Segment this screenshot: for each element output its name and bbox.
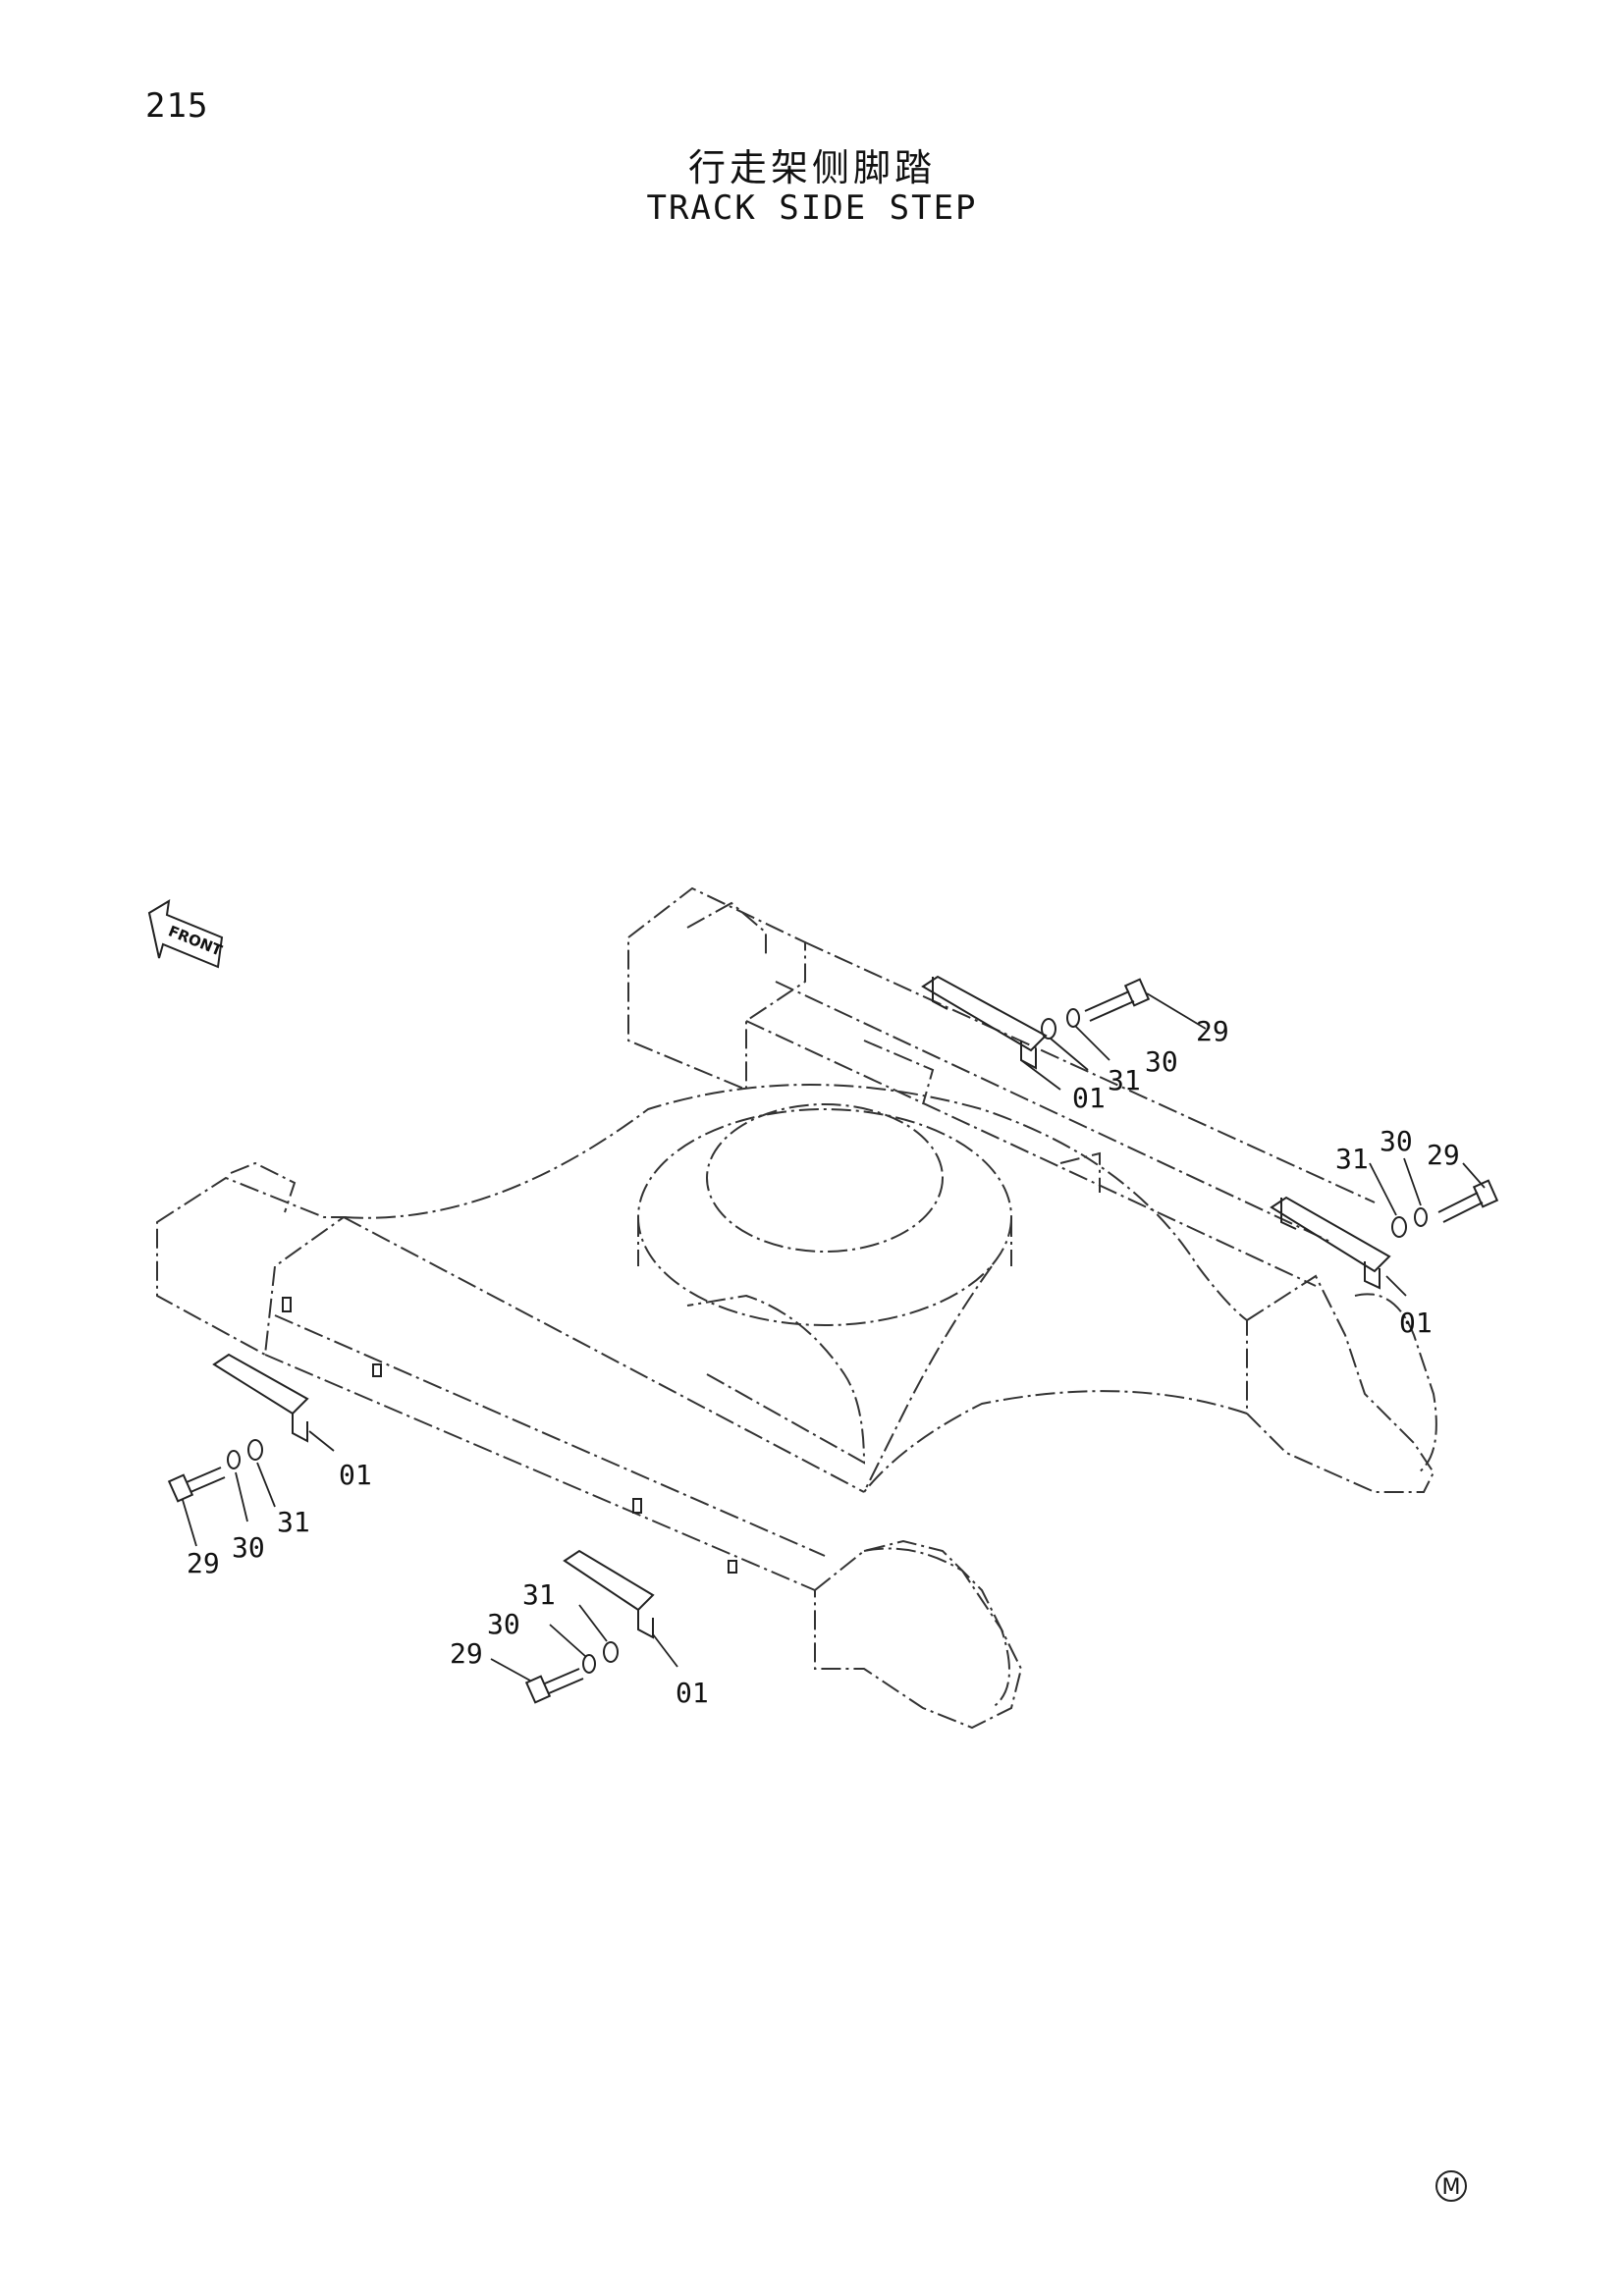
side-step-upper-left — [921, 975, 1048, 1070]
callout-01-upper-right: 01 — [1399, 1307, 1433, 1339]
callout-01-upper-left: 01 — [1072, 1082, 1106, 1114]
callout-01-lower-right: 01 — [676, 1677, 709, 1709]
page-title-chinese: 行走架侧脚踏 — [687, 146, 936, 189]
bolt-icon — [167, 1467, 226, 1503]
callout-30-upper-right: 30 — [1380, 1125, 1413, 1157]
callout-29-upper-right: 29 — [1427, 1139, 1460, 1171]
page-number: 215 — [145, 86, 209, 126]
page-title-english: TRACK SIDE STEP — [646, 188, 978, 228]
callout-29-upper-left: 29 — [1196, 1015, 1229, 1047]
washer-icon — [227, 1008, 1428, 1674]
callout-01-lower-left: 01 — [339, 1459, 372, 1491]
callout-29-lower-right: 29 — [450, 1637, 483, 1670]
callout-31-lower-left: 31 — [277, 1506, 310, 1538]
track-frame — [156, 886, 1437, 1730]
bolt-icon — [524, 1668, 584, 1704]
circled-m-mark: M — [1435, 2170, 1467, 2202]
callout-30-lower-left: 30 — [232, 1531, 265, 1564]
side-step-lower-left — [212, 1353, 309, 1443]
callout-31-upper-left: 31 — [1108, 1064, 1141, 1096]
bolt-icon — [1437, 1179, 1499, 1223]
bolt-icon — [1084, 978, 1151, 1022]
side-step-upper-right — [1270, 1196, 1391, 1290]
front-arrow-icon: FRONT — [147, 899, 226, 969]
callout-31-lower-right: 31 — [522, 1578, 556, 1611]
callout-29-lower-left: 29 — [187, 1547, 220, 1579]
side-step-lower-right — [563, 1549, 655, 1639]
callout-30-upper-left: 30 — [1145, 1045, 1178, 1078]
callout-31-upper-right: 31 — [1335, 1143, 1369, 1175]
corner-mark-label: M — [1442, 2175, 1461, 2200]
front-label: FRONT — [166, 922, 226, 959]
leader-lines — [182, 992, 1486, 1682]
callout-30-lower-right: 30 — [487, 1608, 520, 1640]
